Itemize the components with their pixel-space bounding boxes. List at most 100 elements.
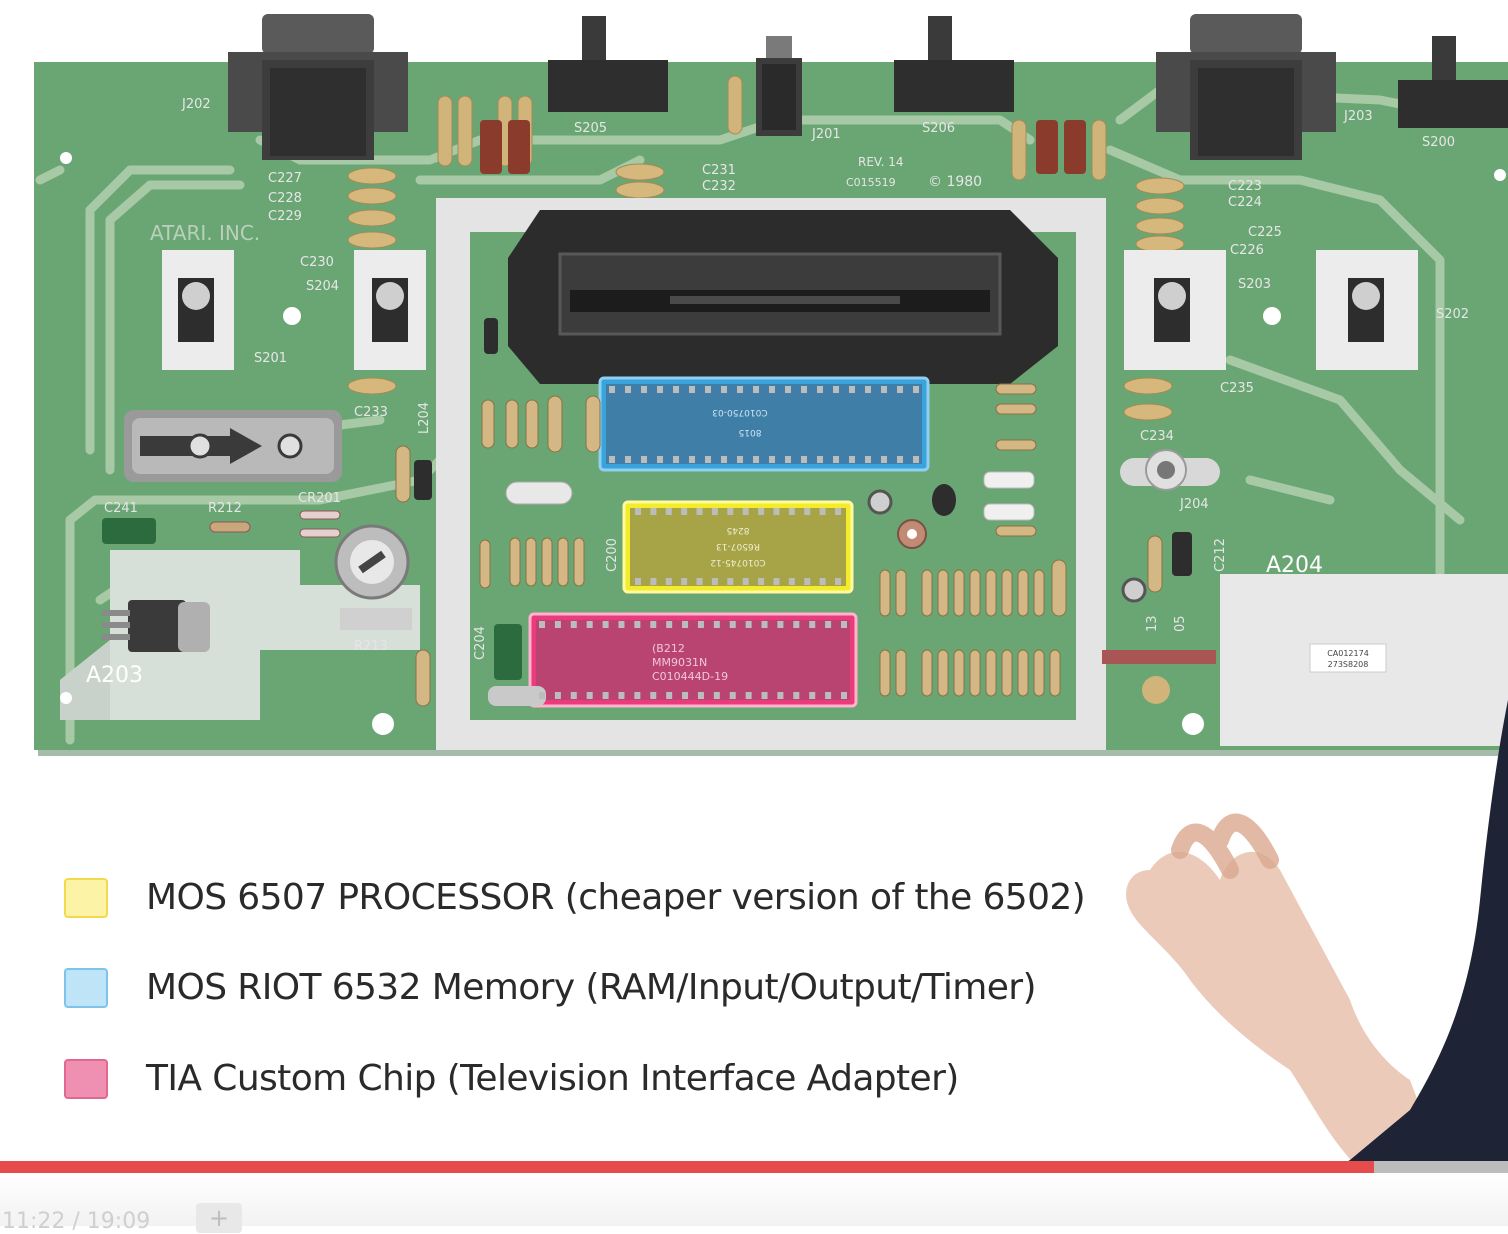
tia-chip-pin <box>586 621 593 628</box>
riot-chip-pin <box>865 386 871 393</box>
video-progress-bar[interactable] <box>0 1161 1508 1173</box>
riot-chip-line2: 8015 <box>739 427 762 437</box>
cpu-chip: C010745-12 R6507-13 8245 <box>622 500 854 594</box>
label-c232: C232 <box>702 179 736 194</box>
cartridge-slot <box>508 210 1058 384</box>
label-a204: A204 <box>1266 553 1323 578</box>
resistors-left-column <box>395 395 1163 707</box>
label-c224: C224 <box>1228 195 1262 210</box>
cpu-chip-pin <box>742 578 749 585</box>
legend-swatch-pink <box>64 1058 108 1099</box>
cpu-chip-pin <box>711 578 718 585</box>
cpu-chip-pin <box>742 508 749 515</box>
cpu-chip-pin <box>727 578 734 585</box>
riot-chip-pin <box>801 456 807 463</box>
cpu-chip-line2: R6507-13 <box>716 541 760 551</box>
riot-chip-pin <box>737 456 743 463</box>
cpu-chip-pin <box>696 508 703 515</box>
tia-chip-pin <box>618 692 625 699</box>
switch-s205 <box>548 16 668 112</box>
tia-chip-pin <box>570 621 577 628</box>
cpu-chip-pin <box>819 578 826 585</box>
cpu-chip-pin <box>650 508 657 515</box>
label-r212: R212 <box>208 501 242 516</box>
label-c235: C235 <box>1220 381 1254 396</box>
tia-chip-pin <box>682 621 689 628</box>
riot-chip-pin <box>881 386 887 393</box>
cpu-chip-pin <box>773 508 780 515</box>
riot-chip-pin <box>689 386 695 393</box>
tia-chip-pin <box>825 621 832 628</box>
cpu-chip-pin <box>635 508 641 515</box>
tia-chip-pin <box>745 692 752 699</box>
riot-chip-pin <box>689 456 695 463</box>
tia-chip-pin <box>761 621 768 628</box>
label-copyright: © 1980 <box>928 174 982 190</box>
riot-chip-pin <box>625 386 631 393</box>
riot-chip-pin <box>705 456 711 463</box>
tia-chip-pin <box>841 621 847 628</box>
tia-chip-pin <box>809 692 816 699</box>
legend-item-processor: MOS 6507 PROCESSOR (cheaper version of t… <box>64 877 1086 918</box>
connector-j203 <box>1156 14 1336 160</box>
label-c200: C200 <box>605 538 620 572</box>
video-time: 11:22 / 19:09 <box>2 1209 151 1234</box>
cpu-chip-pin <box>665 578 672 585</box>
tia-chip-pin <box>570 692 577 699</box>
cpu-chip-pin <box>773 578 780 585</box>
cpu-chip-pin <box>758 508 765 515</box>
legend-swatch-blue <box>64 967 108 1008</box>
cap-c204 <box>488 624 546 706</box>
cpu-chip-pin <box>696 578 703 585</box>
riot-chip-pin <box>881 456 887 463</box>
cpu-chip-pin <box>650 578 657 585</box>
tia-chip-pin <box>729 621 736 628</box>
label-s204: S204 <box>306 279 339 294</box>
tia-chip-pin <box>729 692 736 699</box>
label-l204: L204 <box>417 402 432 434</box>
label-s205: S205 <box>574 121 607 136</box>
riot-chip-pin <box>801 386 807 393</box>
disc-caps-row <box>347 163 1185 421</box>
legend-label-riot: MOS RIOT 6532 Memory (RAM/Input/Output/T… <box>146 967 1037 1008</box>
riot-chip-pin <box>753 386 759 393</box>
tia-chip-pin <box>841 692 847 699</box>
diodes-cr201 <box>209 510 341 538</box>
label-c223: C223 <box>1228 179 1262 194</box>
switch-s201 <box>162 250 234 370</box>
a204-tag-1: CA012174 <box>1327 649 1369 658</box>
label-s202: S202 <box>1436 307 1469 322</box>
legend-label-processor: MOS 6507 PROCESSOR (cheaper version of t… <box>146 877 1086 918</box>
label-part: C015519 <box>846 176 896 189</box>
riot-chip-pin <box>625 456 631 463</box>
label-cr201: CR201 <box>298 491 341 506</box>
label-05: 05 <box>1173 615 1188 632</box>
riot-chip-line1: C010750-03 <box>712 407 767 417</box>
riot-chip-pin <box>753 456 759 463</box>
label-a203: A203 <box>86 663 143 688</box>
tia-chip-pin <box>602 692 609 699</box>
connector-j202 <box>228 14 408 160</box>
tia-chip-pin <box>777 692 784 699</box>
cpu-chip-pin <box>835 508 841 515</box>
riot-chip-pin <box>705 386 711 393</box>
mounting-holes <box>60 152 1506 735</box>
tia-chip-pin <box>586 692 593 699</box>
riot-chip-pin <box>641 386 647 393</box>
label-rev: REV. 14 <box>858 155 903 169</box>
video-progress-fill <box>0 1161 1374 1173</box>
tia-chip-pin <box>713 692 720 699</box>
cpu-chip-pin <box>681 508 688 515</box>
tia-chip-pin <box>761 692 768 699</box>
label-j202: J202 <box>181 97 211 112</box>
riot-chip-pin <box>737 386 743 393</box>
rf-coil-c234 <box>1120 449 1220 491</box>
add-button[interactable]: + <box>196 1203 242 1233</box>
cpu-chip-pin <box>835 578 841 585</box>
label-c204: C204 <box>473 626 488 660</box>
label-c241: C241 <box>104 501 138 516</box>
label-s206: S206 <box>922 121 955 136</box>
presenter-jacket <box>1300 700 1508 1226</box>
presenter-hand <box>1126 851 1440 1170</box>
cpu-chip-line3: 8245 <box>727 525 750 535</box>
